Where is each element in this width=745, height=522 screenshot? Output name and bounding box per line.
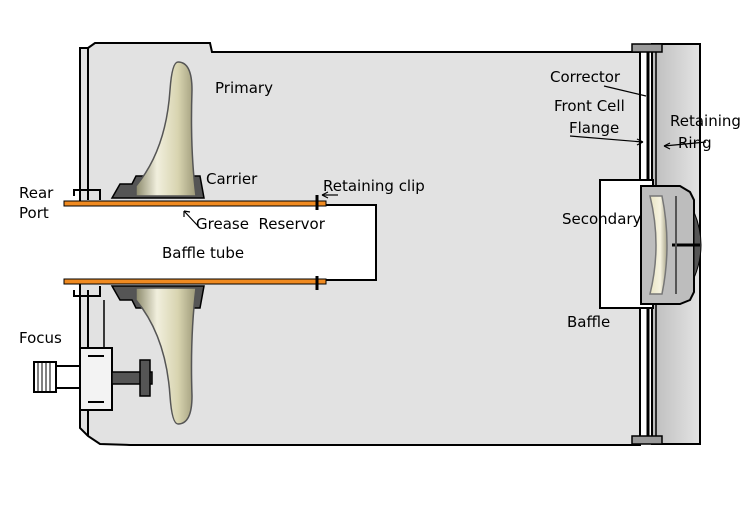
label-rear: Rear (19, 184, 54, 202)
leader-lines (183, 85, 707, 227)
label-port: Port (19, 204, 49, 222)
retaining-clip-arrowhead (321, 191, 329, 199)
primary-mirror-lower (135, 287, 197, 425)
baffle-tube (64, 205, 376, 280)
label-primary: Primary (215, 79, 273, 97)
focus-mechanism (33, 300, 153, 411)
focus-knob-ribs (37, 362, 51, 392)
secondary-mirror-assembly (640, 185, 702, 305)
focus-knob (33, 361, 57, 393)
primary-mirror-upper (135, 61, 197, 197)
primary-mirror (135, 61, 197, 425)
focus-linkage (87, 300, 105, 348)
rear-cell-bracket (73, 189, 101, 297)
label-baffle: Baffle (567, 313, 610, 331)
label-retaining: Retaining (670, 112, 741, 130)
grease-reservor-arrowhead (183, 210, 191, 217)
grease-reservor-arrow (183, 210, 199, 227)
label-retaining-clip: Retaining clip (323, 177, 425, 195)
label-carrier: Carrier (206, 170, 258, 188)
label-focus: Focus (19, 329, 62, 347)
label-secondary: Secondary (562, 210, 642, 228)
baffle-tube-assembly (63, 195, 377, 290)
label-flange: Flange (569, 119, 619, 137)
label-ring: Ring (678, 134, 712, 152)
front-cell-flange-arrowhead (636, 138, 644, 146)
front-cell-flange-arrow (569, 135, 644, 143)
grease-reservoir-lower (63, 278, 327, 285)
corrector-arrow (603, 85, 647, 97)
focus-shaft-housing (55, 365, 81, 389)
focus-bracket (79, 347, 113, 411)
retaining-ring-arrowhead (663, 142, 671, 150)
secondary-mirror (649, 195, 668, 295)
front-cell-flange (631, 43, 663, 445)
label-front-cell: Front Cell (554, 97, 625, 115)
retaining-ring-arrow (663, 141, 707, 147)
label-grease-reservor: Grease Reservor (196, 215, 326, 233)
focus-nut (139, 359, 151, 397)
label-corrector: Corrector (550, 68, 621, 86)
grease-reservoir-upper (63, 200, 327, 207)
labels: Primary Carrier Retaining clip Rear Port… (19, 68, 741, 347)
label-baffle-tube: Baffle tube (162, 244, 244, 262)
